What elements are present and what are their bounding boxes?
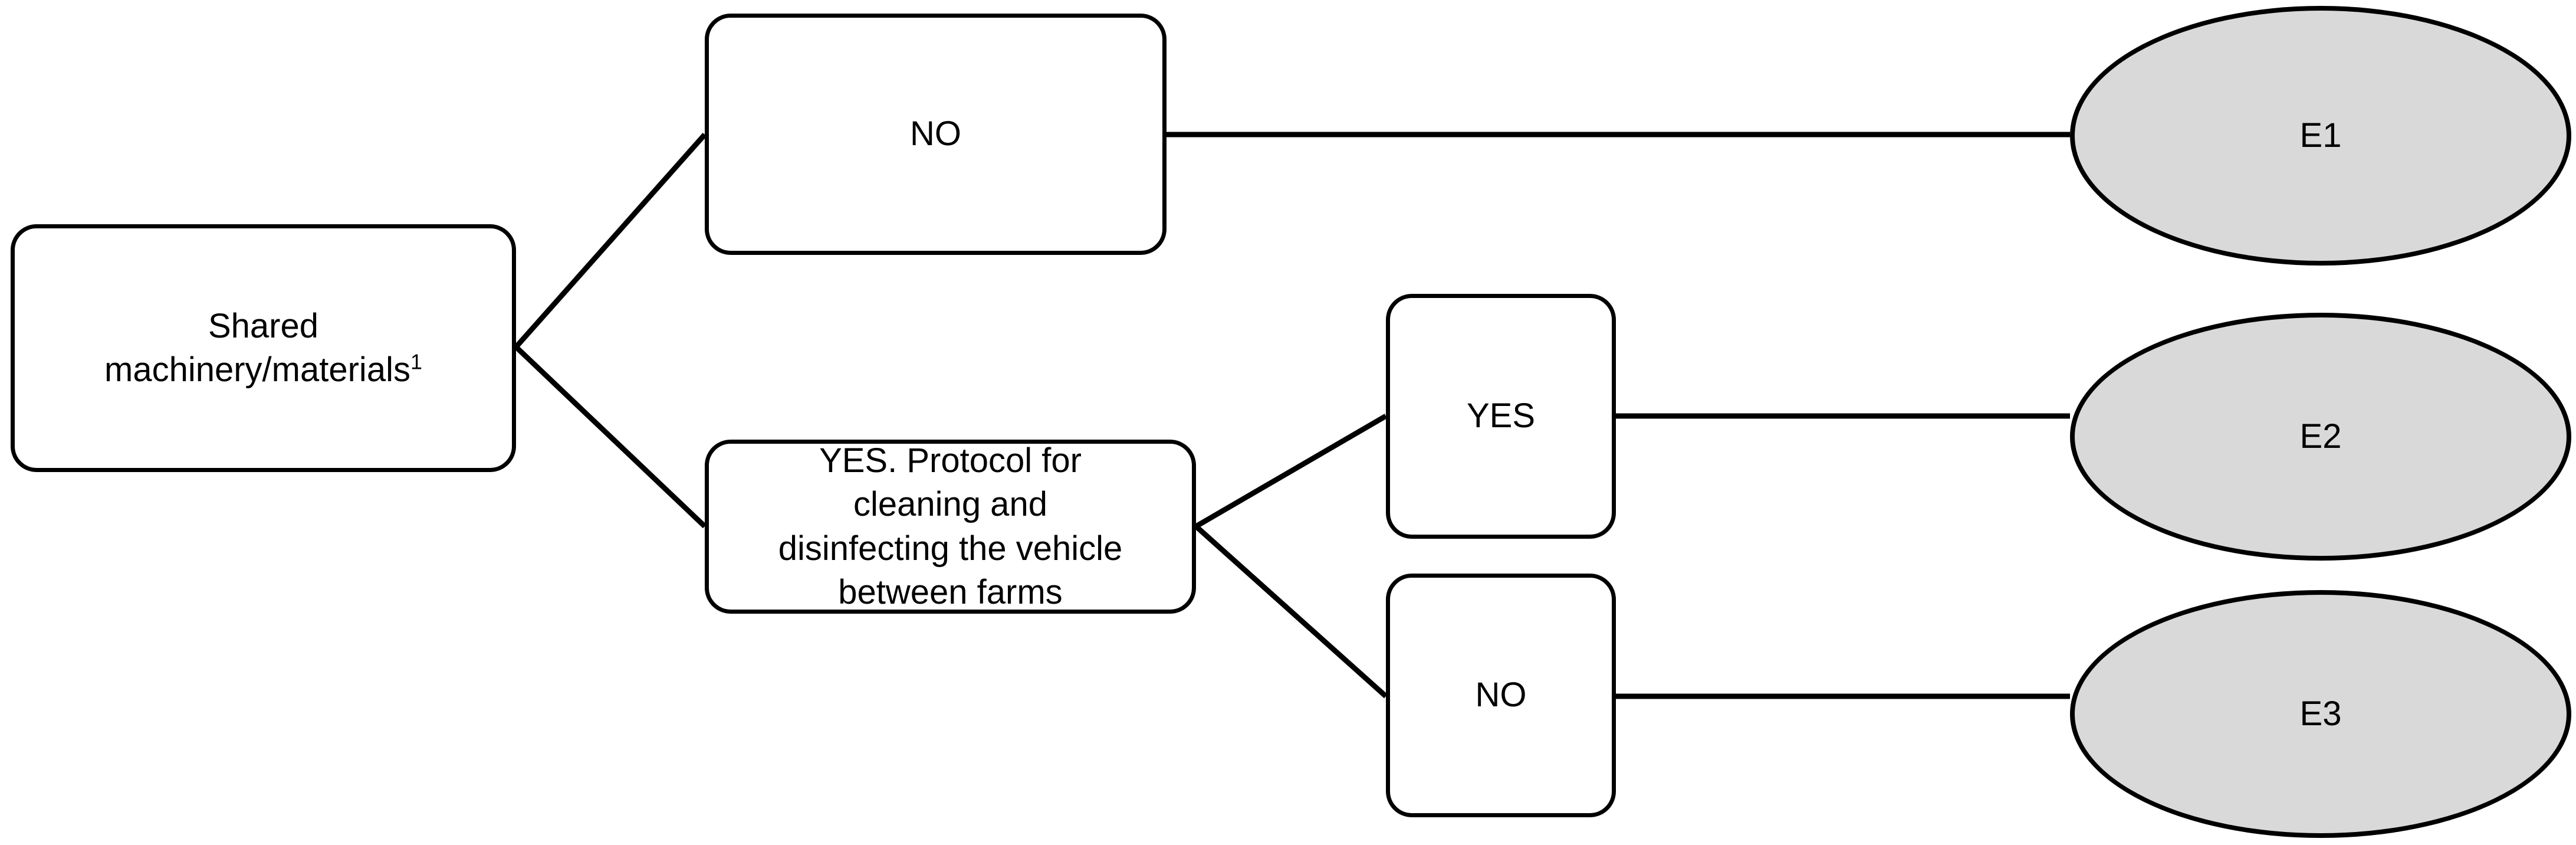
node-branch-no-label: NO xyxy=(910,114,961,153)
edge-protocol-to-no xyxy=(1194,524,1388,699)
node-outcome-e1[interactable]: E1 xyxy=(2070,6,2571,266)
node-shared-machinery-label: Shared machinery/materials1 xyxy=(104,306,422,389)
node-protocol-no-label: NO xyxy=(1475,676,1527,715)
node-protocol-no[interactable]: NO xyxy=(1386,574,1616,817)
edge-root-to-no xyxy=(514,133,707,349)
node-branch-yes-protocol-label: YES. Protocol for cleaning and disinfect… xyxy=(778,441,1123,611)
edge-protocol-to-yes xyxy=(1194,414,1388,529)
node-outcome-e1-label: E1 xyxy=(2299,116,2342,155)
node-branch-yes-protocol[interactable]: YES. Protocol for cleaning and disinfect… xyxy=(705,440,1196,614)
node-branch-no[interactable]: NO xyxy=(705,14,1167,255)
node-outcome-e3-label: E3 xyxy=(2299,694,2342,733)
node-protocol-yes[interactable]: YES xyxy=(1386,294,1616,539)
node-outcome-e2-label: E2 xyxy=(2299,417,2342,456)
node-outcome-e3[interactable]: E3 xyxy=(2070,590,2571,838)
node-protocol-yes-label: YES xyxy=(1466,397,1536,435)
node-shared-machinery[interactable]: Shared machinery/materials1 xyxy=(11,224,516,472)
edge-root-to-yes xyxy=(514,345,707,529)
node-outcome-e2[interactable]: E2 xyxy=(2070,313,2571,561)
